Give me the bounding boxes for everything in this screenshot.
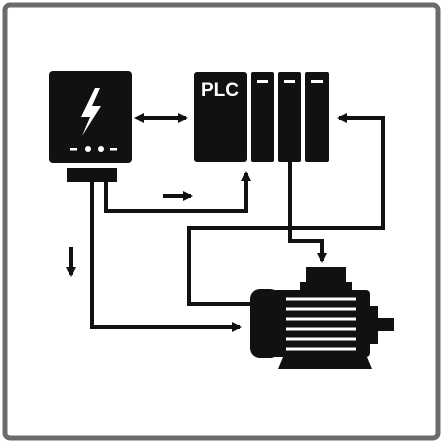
plc-io-module xyxy=(251,72,274,162)
electric-motor-icon xyxy=(250,267,394,369)
plc-controller-icon: PLC xyxy=(194,72,329,162)
plc-label: PLC xyxy=(201,80,239,101)
power-supply-icon xyxy=(49,71,132,182)
motor-shaft xyxy=(378,318,394,331)
wiring-lines xyxy=(66,113,385,332)
power-to-plc-line xyxy=(104,171,251,213)
indicator-dot xyxy=(98,146,104,152)
terminal-block xyxy=(67,168,117,182)
power-to-motor-line xyxy=(90,182,242,332)
feedback-line xyxy=(187,113,385,306)
cooling-fins xyxy=(286,297,356,351)
plc-io-module xyxy=(305,72,329,162)
plc-io-module xyxy=(278,72,301,162)
plc-to-motor-line xyxy=(288,162,327,263)
indicator-dot xyxy=(85,146,91,152)
lightning-bolt-icon xyxy=(81,88,101,136)
indicator-dash xyxy=(70,148,77,151)
indicator-dash xyxy=(110,148,117,151)
motor-base xyxy=(278,357,372,369)
plc-cpu-module xyxy=(194,72,247,162)
